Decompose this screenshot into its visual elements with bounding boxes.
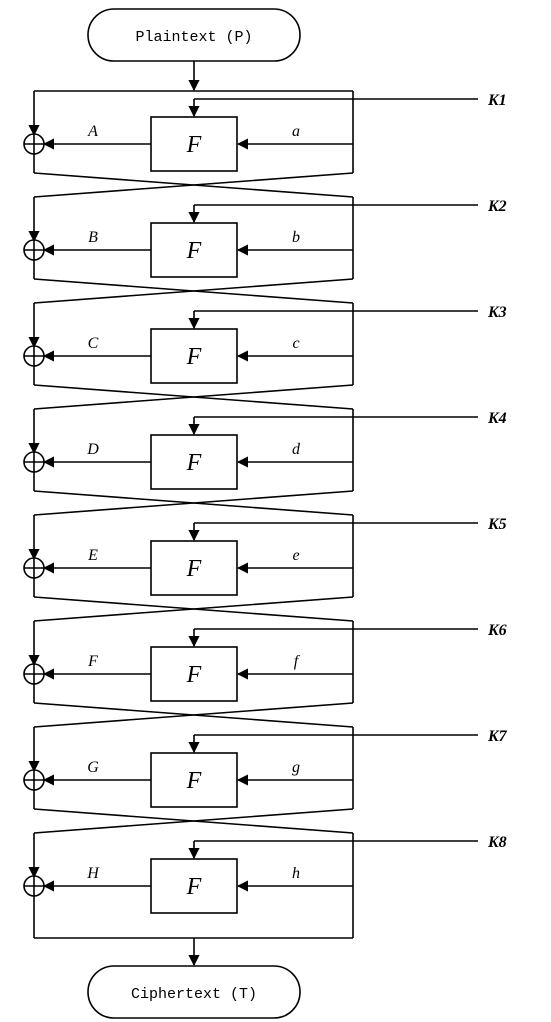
f-input-label: h [292,865,300,882]
ciphertext-terminal: Ciphertext (T) [87,965,301,1019]
f-input-label: c [292,335,299,352]
key-label: K7 [487,728,508,745]
ciphertext-label: Ciphertext (T) [131,986,257,1003]
key-label: K8 [487,834,507,851]
xor-icon [23,875,45,897]
f-input-label: f [294,653,301,670]
key-label: K2 [487,198,507,215]
xor-icon [23,769,45,791]
f-output-label: D [86,441,99,458]
f-output-label: E [87,547,98,564]
f-output-label: A [87,123,98,140]
swap-line-rl [33,702,354,728]
f-box [150,116,238,172]
f-label: F [186,768,202,794]
swap-line-rl [33,172,354,198]
plaintext-terminal: Plaintext (P) [87,8,301,62]
xor-icon [23,345,45,367]
f-label: F [186,662,202,688]
f-output-label: B [88,229,98,246]
f-output-label: C [88,335,99,352]
xor-icon [23,451,45,473]
swap-line-rl [33,384,354,410]
f-label: F [186,238,202,264]
f-input-label: a [292,123,300,140]
f-input-label: d [292,441,301,458]
f-label: F [186,450,202,476]
xor-icon [23,239,45,261]
plaintext-label: Plaintext (P) [135,29,252,46]
f-input-label: b [292,229,300,246]
f-output-label: H [86,865,100,882]
f-box [150,646,238,702]
key-label: K4 [487,410,507,427]
swap-line-rl [33,808,354,834]
f-label: F [186,344,202,370]
f-label: F [186,874,202,900]
key-label: K1 [487,92,507,109]
swap-line-rl [33,490,354,516]
f-output-label: G [87,759,99,776]
f-label: F [186,556,202,582]
swap-line-rl [33,278,354,304]
f-input-label: e [292,547,299,564]
f-label: F [186,132,202,158]
swap-line-rl [33,596,354,622]
f-output-label: F [87,653,98,670]
f-box [150,434,238,490]
key-label: K6 [487,622,507,639]
f-box [150,328,238,384]
key-label: K3 [487,304,507,321]
f-box [150,752,238,808]
f-box [150,222,238,278]
f-input-label: g [292,759,300,776]
xor-icon [23,557,45,579]
xor-icon [23,663,45,685]
key-label: K5 [487,516,507,533]
xor-icon [23,133,45,155]
